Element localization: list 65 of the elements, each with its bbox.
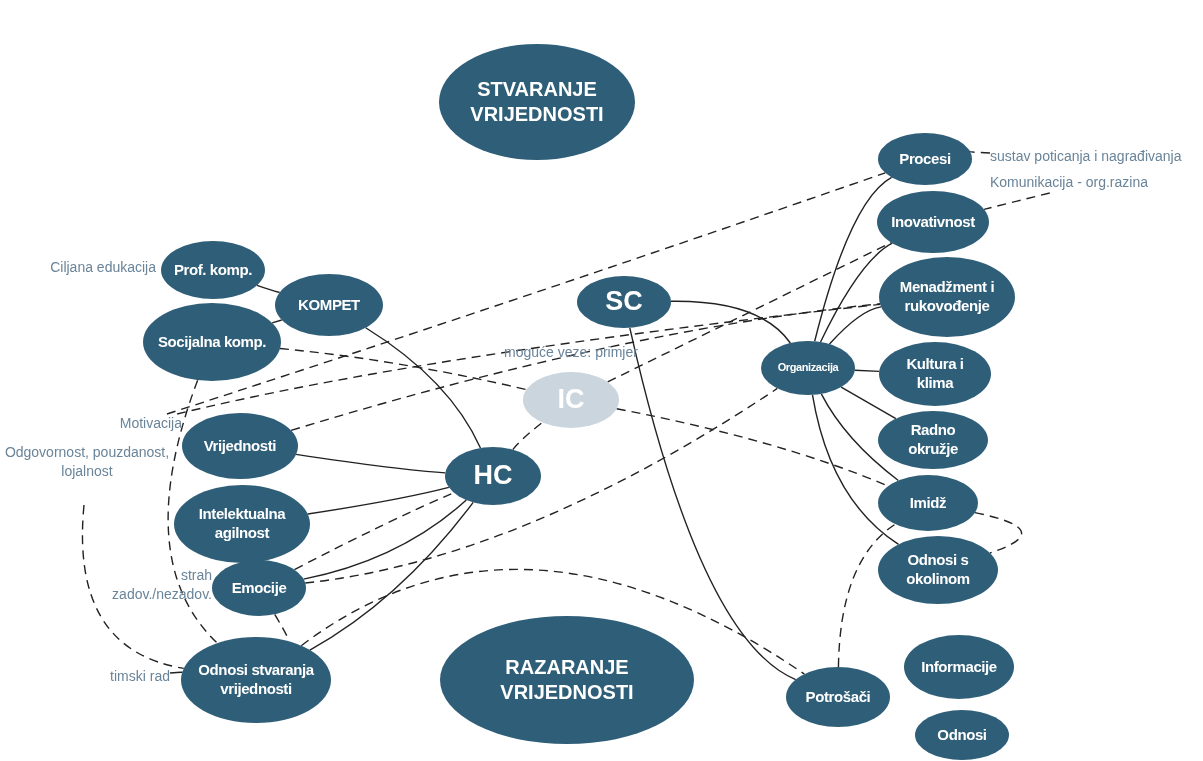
node-label: Potrošači [805, 687, 871, 707]
node-label: HC [473, 459, 513, 493]
concept-ellipse [877, 191, 989, 253]
connector-line [365, 327, 482, 449]
dashed-connector [81, 504, 185, 670]
connector-line [820, 393, 900, 482]
node-label: Odnosi [937, 725, 987, 745]
node-label: RAZARANJE VRIJEDNOSTI [499, 655, 635, 705]
node-label: Odnosi s okolinom [905, 551, 971, 589]
side-note: strah zadov./nezadov. [111, 566, 212, 604]
connector-line [828, 306, 882, 345]
annotation-text: Motivacija [90, 414, 182, 433]
concept-ellipse [275, 274, 383, 336]
connector-line [307, 486, 450, 515]
connector-line [302, 499, 467, 580]
dashed-connector [512, 421, 544, 451]
dashed-connector [968, 150, 991, 154]
dashed-connector [290, 303, 881, 432]
connector-line [295, 453, 446, 474]
side-note: Ciljana edukacija [49, 258, 156, 277]
node-label: Kultura i klima [905, 355, 965, 393]
concept-ellipse [878, 411, 988, 469]
connector-line [811, 394, 900, 546]
dashed-connector [167, 379, 218, 644]
dashed-connector [983, 192, 1051, 210]
dashed-connector [300, 569, 806, 675]
concept-ellipse [786, 667, 890, 727]
node-label: Inovativnost [891, 212, 975, 232]
connector-line [256, 284, 281, 294]
node-label: Prof. komp. [173, 260, 253, 280]
node-label: Emocije [231, 578, 287, 598]
dashed-connector [974, 511, 1023, 554]
dashed-connector [166, 172, 886, 415]
node-label: Radno okružje [907, 421, 959, 459]
connector-line [169, 671, 183, 674]
concept-ellipse [878, 475, 978, 531]
connector-line [840, 386, 897, 420]
connector-line [854, 369, 880, 373]
annotation-text: Odgovornost, pouzdanost, lojalnost [2, 443, 172, 481]
dashed-connector [837, 523, 896, 668]
connector-line [813, 176, 893, 342]
connector-line [629, 327, 797, 681]
node-label: Imidž [909, 493, 947, 513]
node-label: Odnosi stvaranja vrijednosti [197, 661, 315, 699]
node-label: Informacije [921, 657, 997, 677]
node-label: Intelektualna agilnost [197, 505, 287, 543]
node-label: SC [605, 285, 643, 319]
annotation-text: sustav poticanja i nagrađivanja [990, 147, 1202, 166]
annotation-text: Komunikacija - org.razina [990, 173, 1190, 192]
node-label: STVARANJE VRIJEDNOSTI [469, 77, 605, 127]
connector-line [309, 501, 474, 651]
node-label: KOMPET [298, 295, 360, 315]
concept-ellipse [577, 276, 671, 328]
node-label: Procesi [899, 149, 951, 169]
connector-line [670, 300, 792, 344]
dashed-connector [304, 387, 779, 584]
connector-line [819, 242, 893, 343]
node-label: Socijalna komp. [157, 332, 267, 352]
node-label: Vrijednosti [203, 436, 277, 456]
annotation-text: timski rad [92, 667, 170, 686]
node-label: Organizacija [777, 361, 839, 375]
node-label: Menadžment i rukovođenje [898, 278, 996, 316]
concept-ellipse [878, 133, 972, 185]
concept-ellipse [212, 560, 306, 616]
concept-ellipse [445, 447, 541, 505]
